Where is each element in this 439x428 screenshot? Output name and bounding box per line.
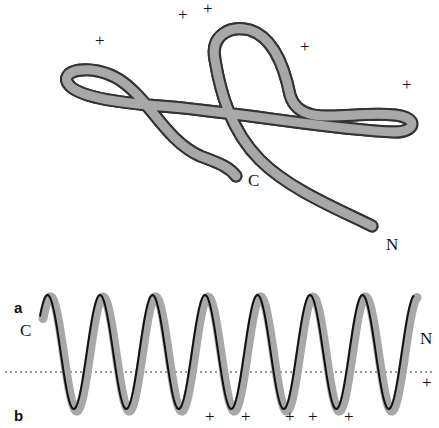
charge-mark: + bbox=[422, 374, 432, 391]
charge-mark: + bbox=[300, 38, 310, 55]
charge-mark: + bbox=[285, 408, 295, 425]
charge-mark: + bbox=[178, 6, 188, 23]
charge-mark: + bbox=[344, 408, 354, 425]
charge-mark: + bbox=[203, 0, 213, 17]
ribbon-fill bbox=[67, 29, 412, 226]
charge-mark: + bbox=[308, 408, 318, 425]
panel-letter: b bbox=[14, 408, 23, 423]
charge-mark: + bbox=[402, 76, 412, 93]
terminus-label: N bbox=[420, 330, 432, 347]
terminus-label: C bbox=[248, 172, 259, 189]
terminus-label: C bbox=[20, 322, 31, 339]
charge-mark: + bbox=[95, 32, 105, 49]
ribbon-outline bbox=[67, 29, 412, 226]
helix-edge bbox=[40, 295, 414, 409]
terminus-label: N bbox=[386, 236, 398, 253]
charge-mark: + bbox=[241, 408, 251, 425]
panel-letter: a bbox=[14, 300, 22, 315]
charge-mark: + bbox=[205, 408, 215, 425]
helix-ribbon bbox=[43, 297, 417, 411]
ribbon-fill bbox=[67, 29, 412, 226]
